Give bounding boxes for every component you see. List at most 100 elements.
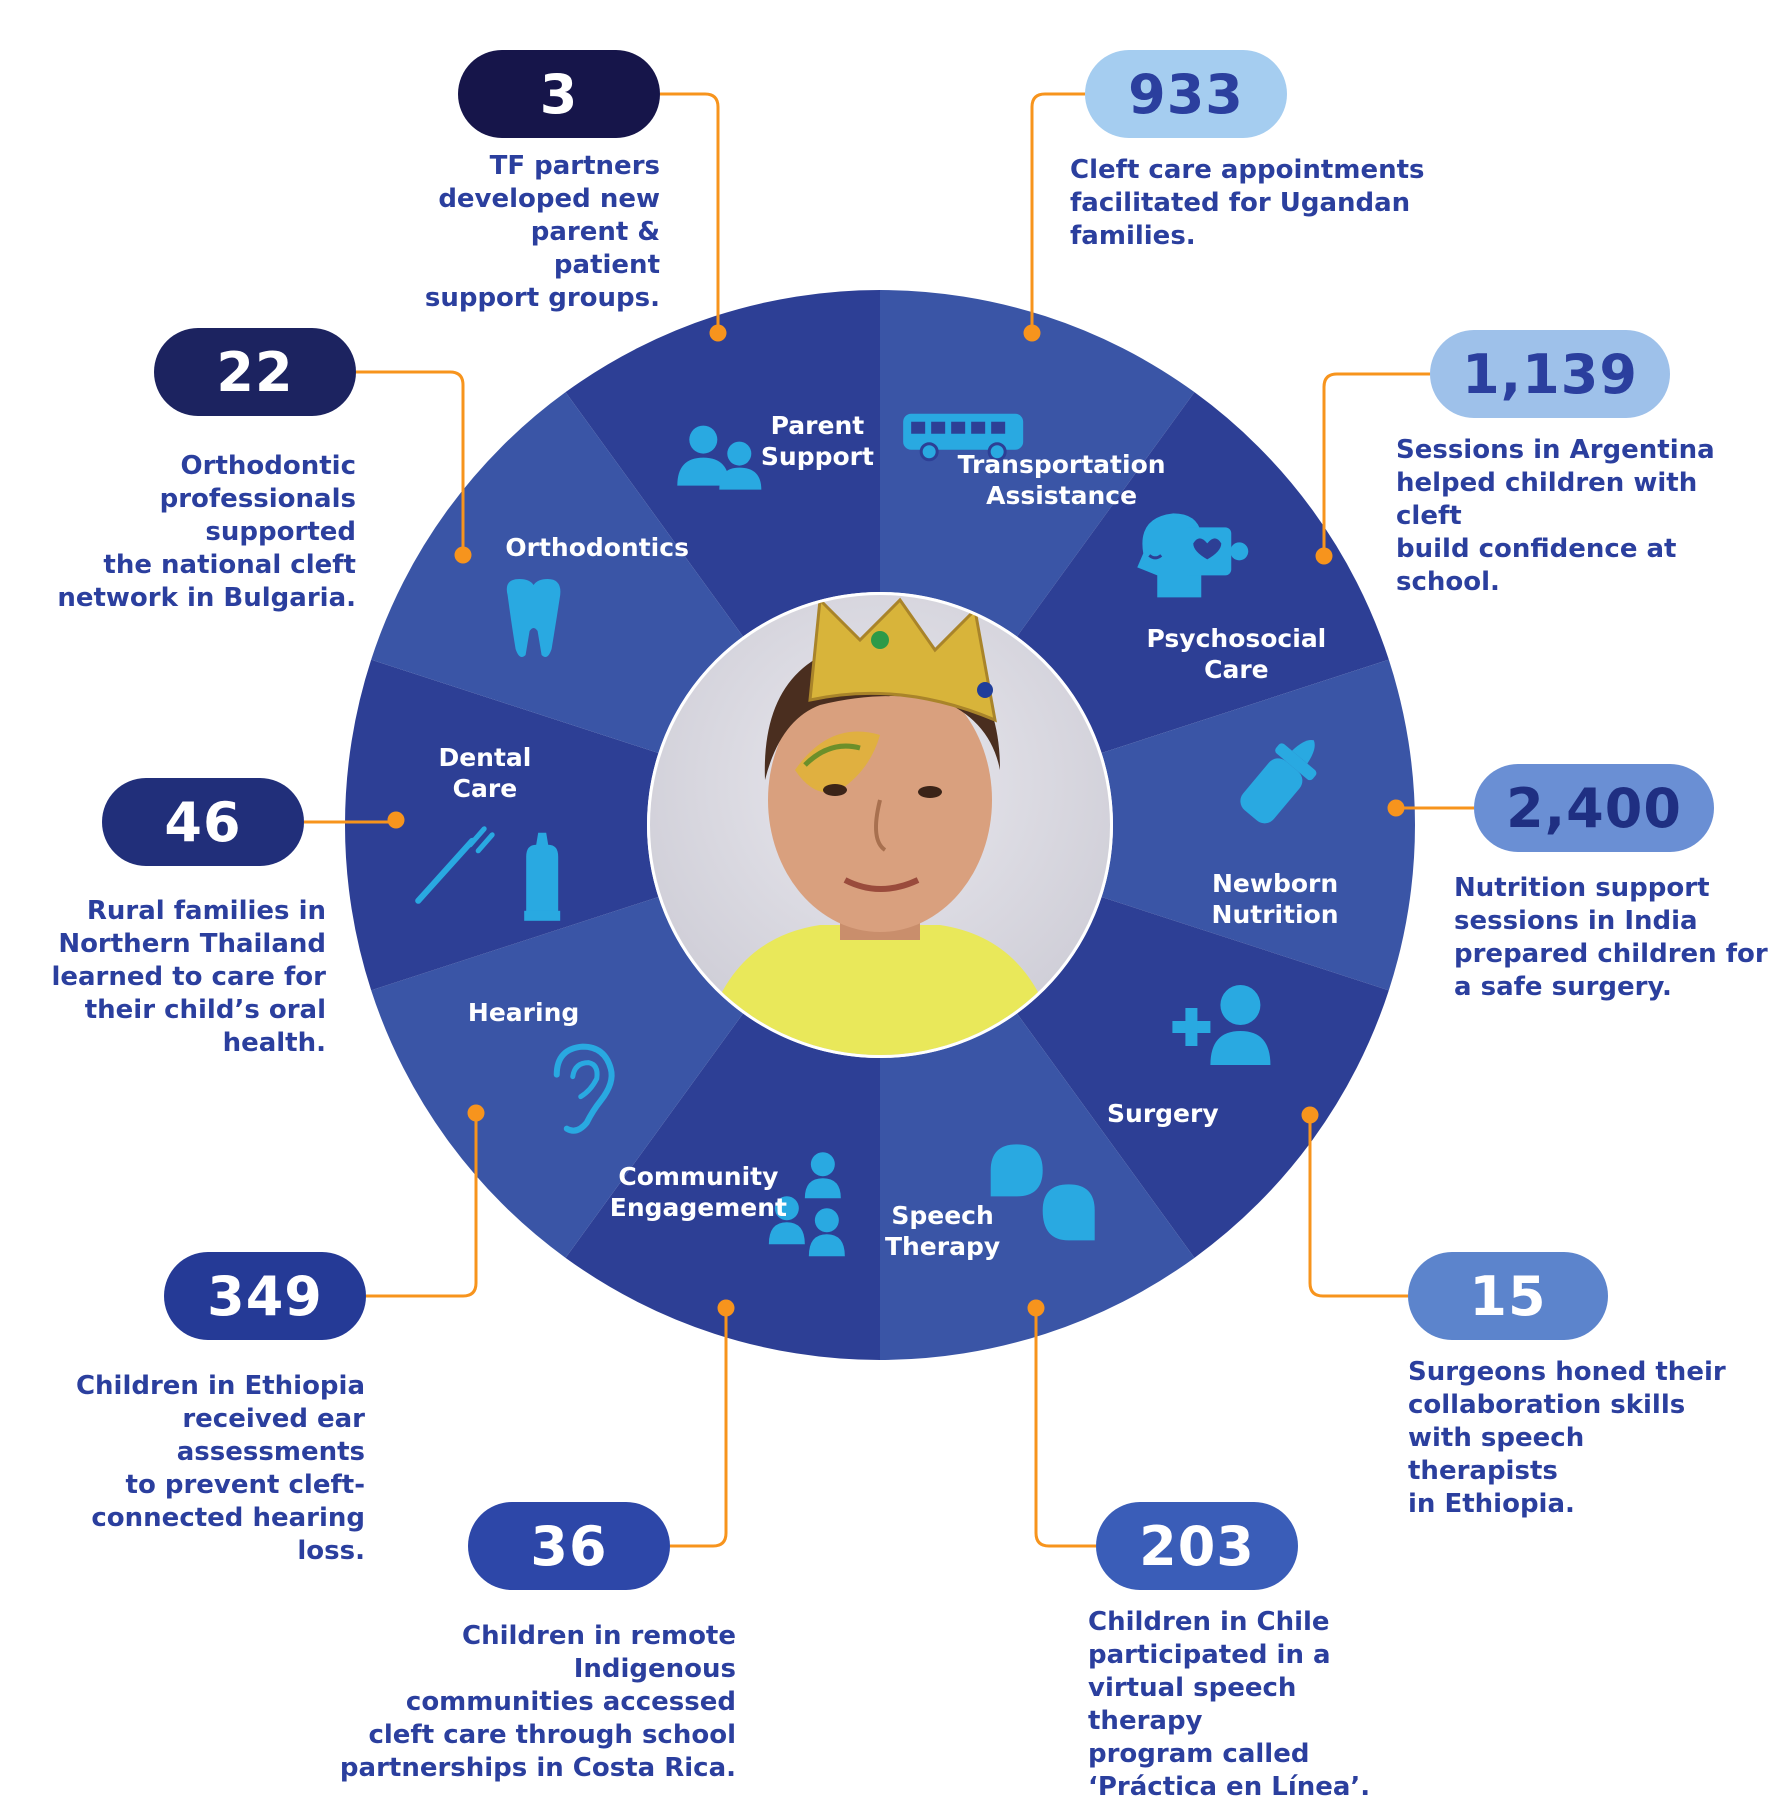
connector-line [1034, 1308, 1096, 1548]
stat-description-line: families. [1070, 221, 1196, 251]
connector-dot [1023, 324, 1041, 342]
connector-line [670, 1308, 728, 1548]
stat-description-line: program called [1088, 1739, 1310, 1769]
segment-label-line: Speech [891, 1201, 994, 1231]
connector-line [1322, 372, 1430, 556]
medical-person-icon [1172, 985, 1271, 1065]
segment-label-line: Parent [770, 410, 865, 440]
segment-label-line: Psychosocial [1146, 624, 1327, 654]
stat-description-line: communities accessed [405, 1687, 736, 1717]
segment-label: Surgery [1107, 1098, 1219, 1129]
segment-label-line: Nutrition [1211, 899, 1339, 929]
stat-description-line: professionals supported [159, 484, 356, 547]
stat-description-line: Rural families in [86, 896, 326, 926]
stat-description-line: TF partners [489, 151, 660, 181]
connector-line [366, 1113, 478, 1298]
segment-surgery [1016, 897, 1389, 1258]
stat-description-line: Northern Thailand [58, 929, 326, 959]
people-icon [677, 425, 762, 490]
stat-description-line: support groups. [424, 283, 660, 313]
stat-description-line: Children in Ethiopia [75, 1371, 365, 1401]
segment-label-line: Transportation [957, 449, 1166, 479]
stat-description-line: their child’s oral health. [84, 995, 326, 1058]
segment-label-line: Support [760, 441, 874, 471]
stat-value-pill: 1,139 [1430, 330, 1670, 418]
stat-value-pill: 2,400 [1474, 764, 1714, 852]
stat-description-line: in Ethiopia. [1408, 1489, 1575, 1519]
stat-description-line: Nutrition support [1454, 873, 1710, 903]
connector-line [660, 92, 720, 333]
segment-parent-support [565, 290, 880, 637]
stat-description-line: Children in remote Indigenous [462, 1621, 736, 1684]
stat-description-line: ‘Práctica en Línea’. [1088, 1772, 1371, 1802]
stat-description-line: network in Bulgaria. [57, 583, 356, 613]
connector-dot [454, 546, 472, 564]
stat-description-line: learned to care for [51, 962, 326, 992]
mind-puzzle-icon [1137, 513, 1249, 598]
segment-label-line: Care [1204, 655, 1269, 685]
stat-description-line: partnerships in Costa Rica. [339, 1753, 736, 1783]
group-icon [768, 1152, 845, 1257]
segment-label-line: Dental [438, 743, 532, 773]
segment-label-line: Engagement [609, 1193, 788, 1223]
baby-bottle-icon [1240, 739, 1317, 824]
connector-dot [1301, 1106, 1319, 1124]
stat-description-line: build confidence at school. [1396, 534, 1677, 597]
stat-description-line: Cleft care appointments [1070, 155, 1425, 185]
stat-value-pill: 46 [102, 778, 304, 866]
stat-description-line: Orthodontic [180, 451, 356, 481]
segment-label-line: Care [452, 774, 518, 804]
stat-description-line: a safe surgery. [1454, 972, 1672, 1002]
connector-dot [1387, 799, 1405, 817]
segment-label-line: Hearing [467, 997, 580, 1027]
connector-dot [467, 1104, 485, 1122]
stat-value-pill: 933 [1085, 50, 1287, 138]
stat-value-pill: 203 [1096, 1502, 1298, 1590]
stat-description-line: collaboration skills [1408, 1390, 1686, 1420]
segment-orthodontics [371, 392, 744, 753]
segment-label: Orthodontics [505, 532, 689, 563]
segment-dental-care [344, 659, 659, 991]
connector-dot [1315, 547, 1333, 565]
stat-description-line: prepared children for [1454, 939, 1768, 969]
stat-description-line: received ear assessments [176, 1404, 365, 1467]
stat-description-line: cleft care through school [368, 1720, 736, 1750]
segment-label-line: Community [618, 1162, 779, 1192]
segment-label-line: Orthodontics [505, 533, 689, 563]
connector-line [356, 370, 465, 555]
stat-description-line: virtual speech therapy [1088, 1673, 1297, 1736]
stat-value-pill: 22 [154, 328, 356, 416]
stat-description-line: connected hearing loss. [91, 1503, 365, 1566]
connector-line [1308, 1115, 1408, 1298]
segment-label: Hearing [468, 997, 579, 1028]
connector-dot [1027, 1299, 1045, 1317]
segment-label-line: Assistance [986, 480, 1138, 510]
stat-description-line: developed new [438, 184, 660, 214]
segment-label-line: Therapy [884, 1232, 1001, 1262]
bus-icon [903, 413, 1024, 462]
stat-description-line: facilitated for Ugandan [1070, 188, 1411, 218]
child-photo [647, 592, 1113, 1058]
ear-icon [553, 1043, 615, 1134]
stat-description-line: to prevent cleft- [125, 1470, 365, 1500]
stat-value-pill: 349 [164, 1252, 366, 1340]
segment-community-engagement [565, 1013, 880, 1360]
stat-value-pill: 36 [468, 1502, 670, 1590]
